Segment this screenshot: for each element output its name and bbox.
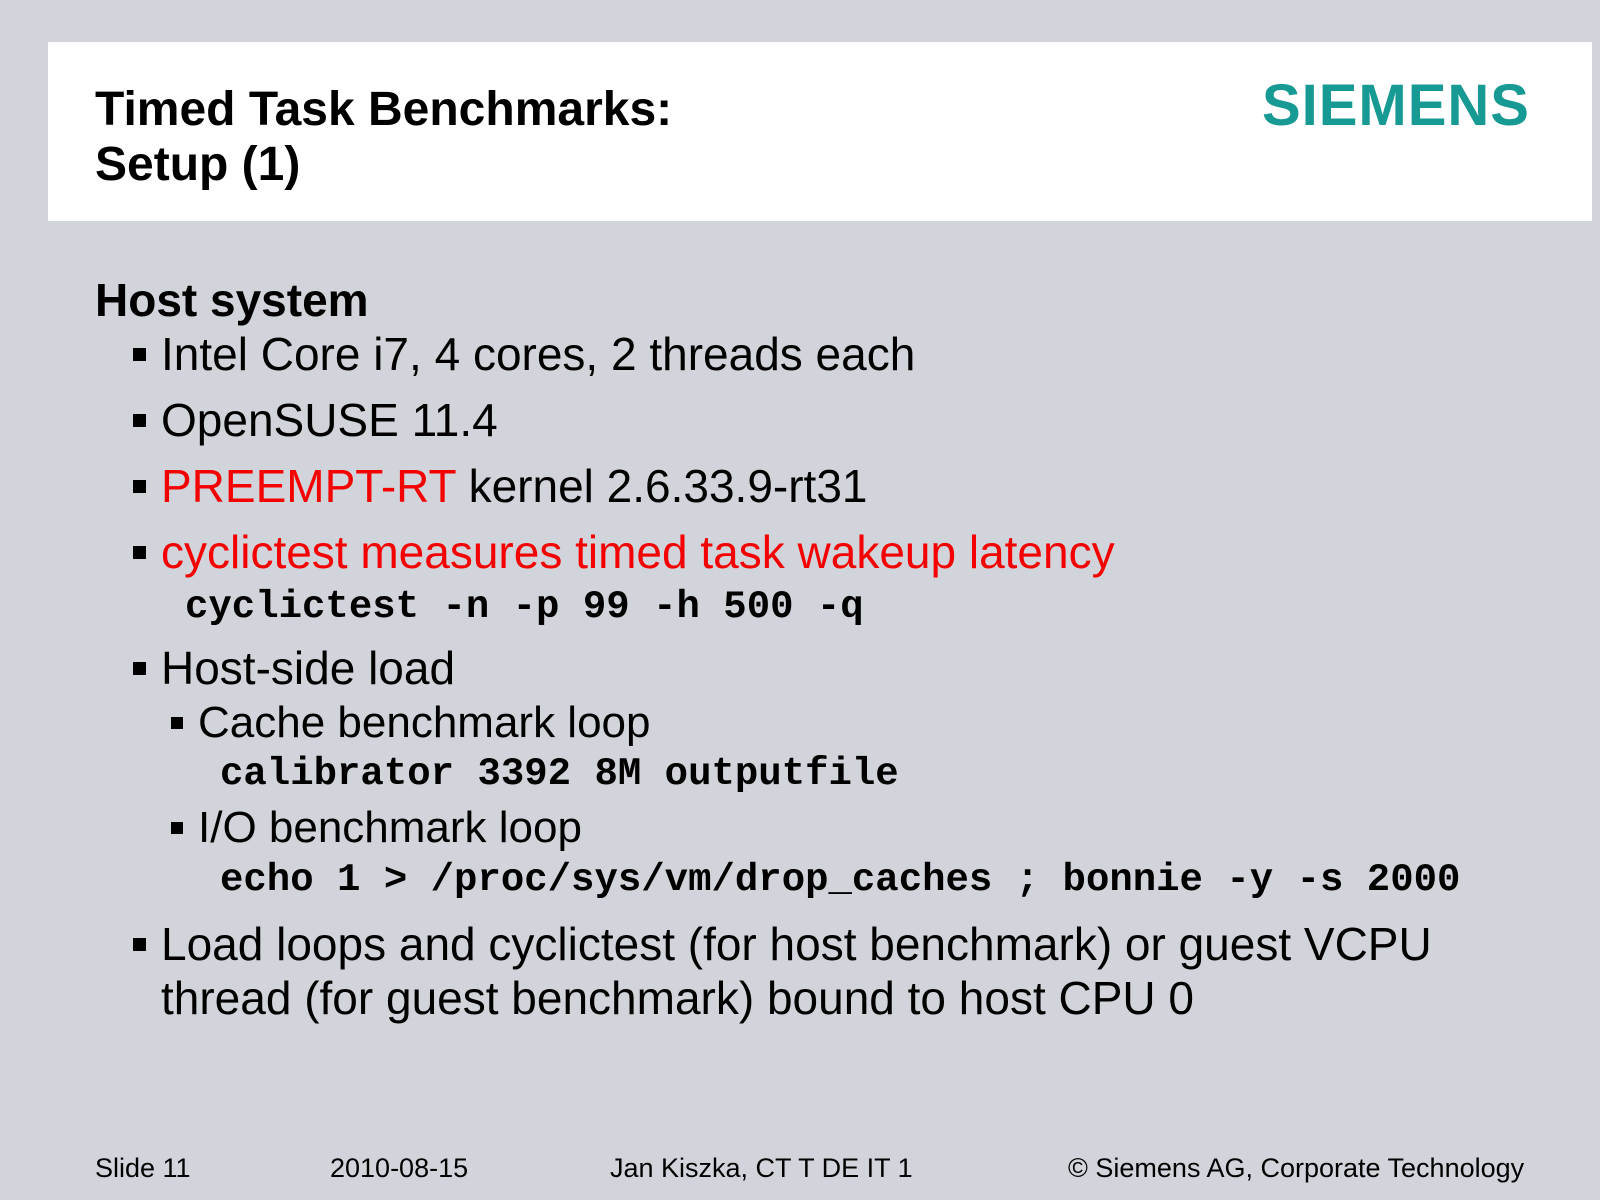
- bullet-icon: [133, 480, 146, 493]
- bullet-text: Host-side load: [161, 642, 456, 694]
- bullet-icon: [133, 546, 146, 559]
- bullet-text: I/O benchmark loop: [198, 803, 582, 852]
- page-title: Timed Task Benchmarks: Setup (1): [95, 82, 672, 192]
- section-heading: Host system: [95, 274, 369, 326]
- bullet-text: OpenSUSE 11.4: [161, 394, 498, 446]
- bullet-text: PREEMPT-RT kernel 2.6.33.9-rt31: [161, 459, 868, 513]
- bullet-icon: [133, 348, 146, 361]
- siemens-logo: SIEMENS: [1261, 73, 1530, 138]
- bullet-text-line-1: Load loops and cyclictest (for host benc…: [161, 918, 1432, 970]
- bullet-icon: [133, 414, 146, 427]
- page-title-line-1: Timed Task Benchmarks:: [95, 83, 673, 136]
- bullet-icon: [133, 662, 146, 675]
- code-calibrator-command: calibrator 3392 8M outputfile: [220, 752, 899, 796]
- kernel-version-text: kernel 2.6.33.9-rt31: [455, 460, 868, 512]
- header-band: Timed Task Benchmarks: Setup (1) SIEMENS: [48, 42, 1592, 221]
- footer-date: 2010-08-15: [330, 1153, 469, 1183]
- code-echo-bonnie-command: echo 1 > /proc/sys/vm/drop_caches ; bonn…: [220, 858, 1461, 902]
- footer-copyright: © Siemens AG, Corporate Technology: [1068, 1153, 1525, 1183]
- bullet-text-line-2: thread (for guest benchmark) bound to ho…: [161, 972, 1195, 1024]
- footer-author: Jan Kiszka, CT T DE IT 1: [610, 1153, 913, 1183]
- bullet-icon: [171, 822, 183, 834]
- footer-slide-number: Slide 11: [95, 1153, 191, 1183]
- page-title-line-2: Setup (1): [95, 138, 301, 191]
- bullet-text: Load loops and cyclictest (for host benc…: [161, 917, 1432, 1025]
- bullet-text: Intel Core i7, 4 cores, 2 threads each: [161, 328, 916, 380]
- code-cyclictest-command: cyclictest -n -p 99 -h 500 -q: [185, 585, 864, 629]
- bullet-text: Cache benchmark loop: [198, 698, 651, 747]
- bullet-icon: [133, 938, 146, 951]
- preempt-rt-highlight: PREEMPT-RT: [161, 460, 456, 512]
- bullet-text: cyclictest measures timed task wakeup la…: [161, 526, 1115, 578]
- bullet-icon: [171, 717, 183, 729]
